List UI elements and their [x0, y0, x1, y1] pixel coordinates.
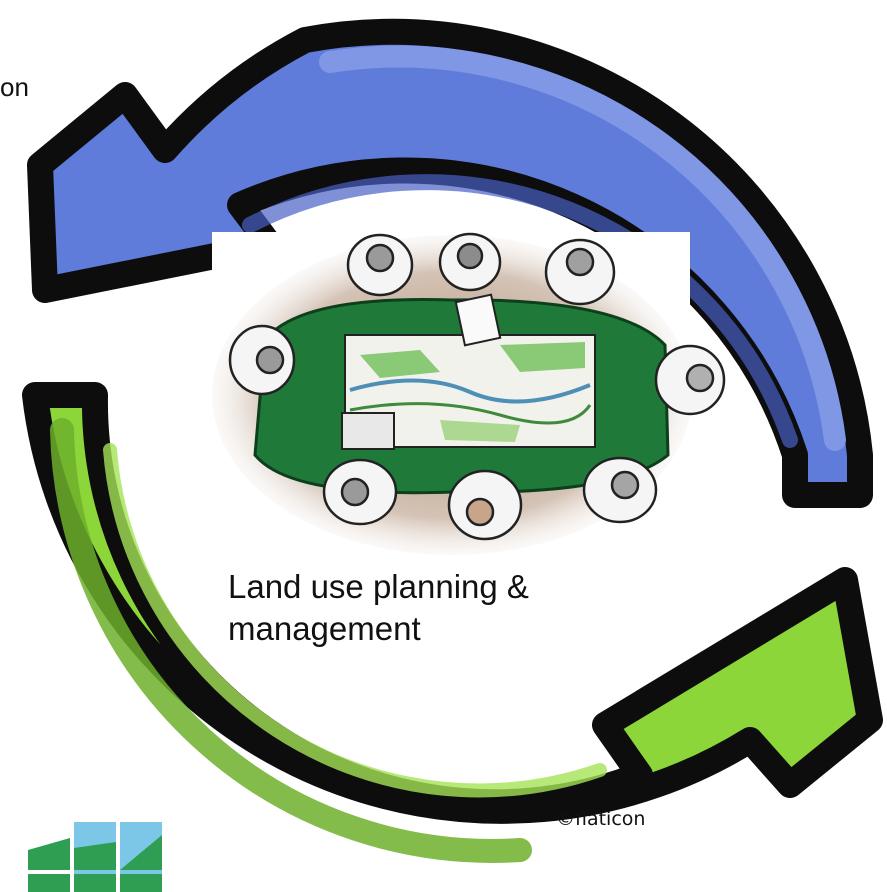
green-cycle-arrow-icon [22, 382, 883, 863]
document-icon [454, 293, 502, 347]
truncated-top-label: on [0, 72, 29, 102]
people-icons [228, 232, 726, 541]
land-planning-meeting-illustration [212, 232, 726, 555]
center-caption-line1: Land use planning & [228, 568, 529, 605]
center-caption: Land use planning & management [228, 566, 529, 650]
laptop-icon [341, 412, 395, 450]
center-caption-line2: management [228, 610, 421, 647]
image-credit: ©flaticon [556, 808, 646, 830]
blue-cycle-arrow-icon [27, 18, 873, 508]
organization-logo [28, 822, 162, 892]
